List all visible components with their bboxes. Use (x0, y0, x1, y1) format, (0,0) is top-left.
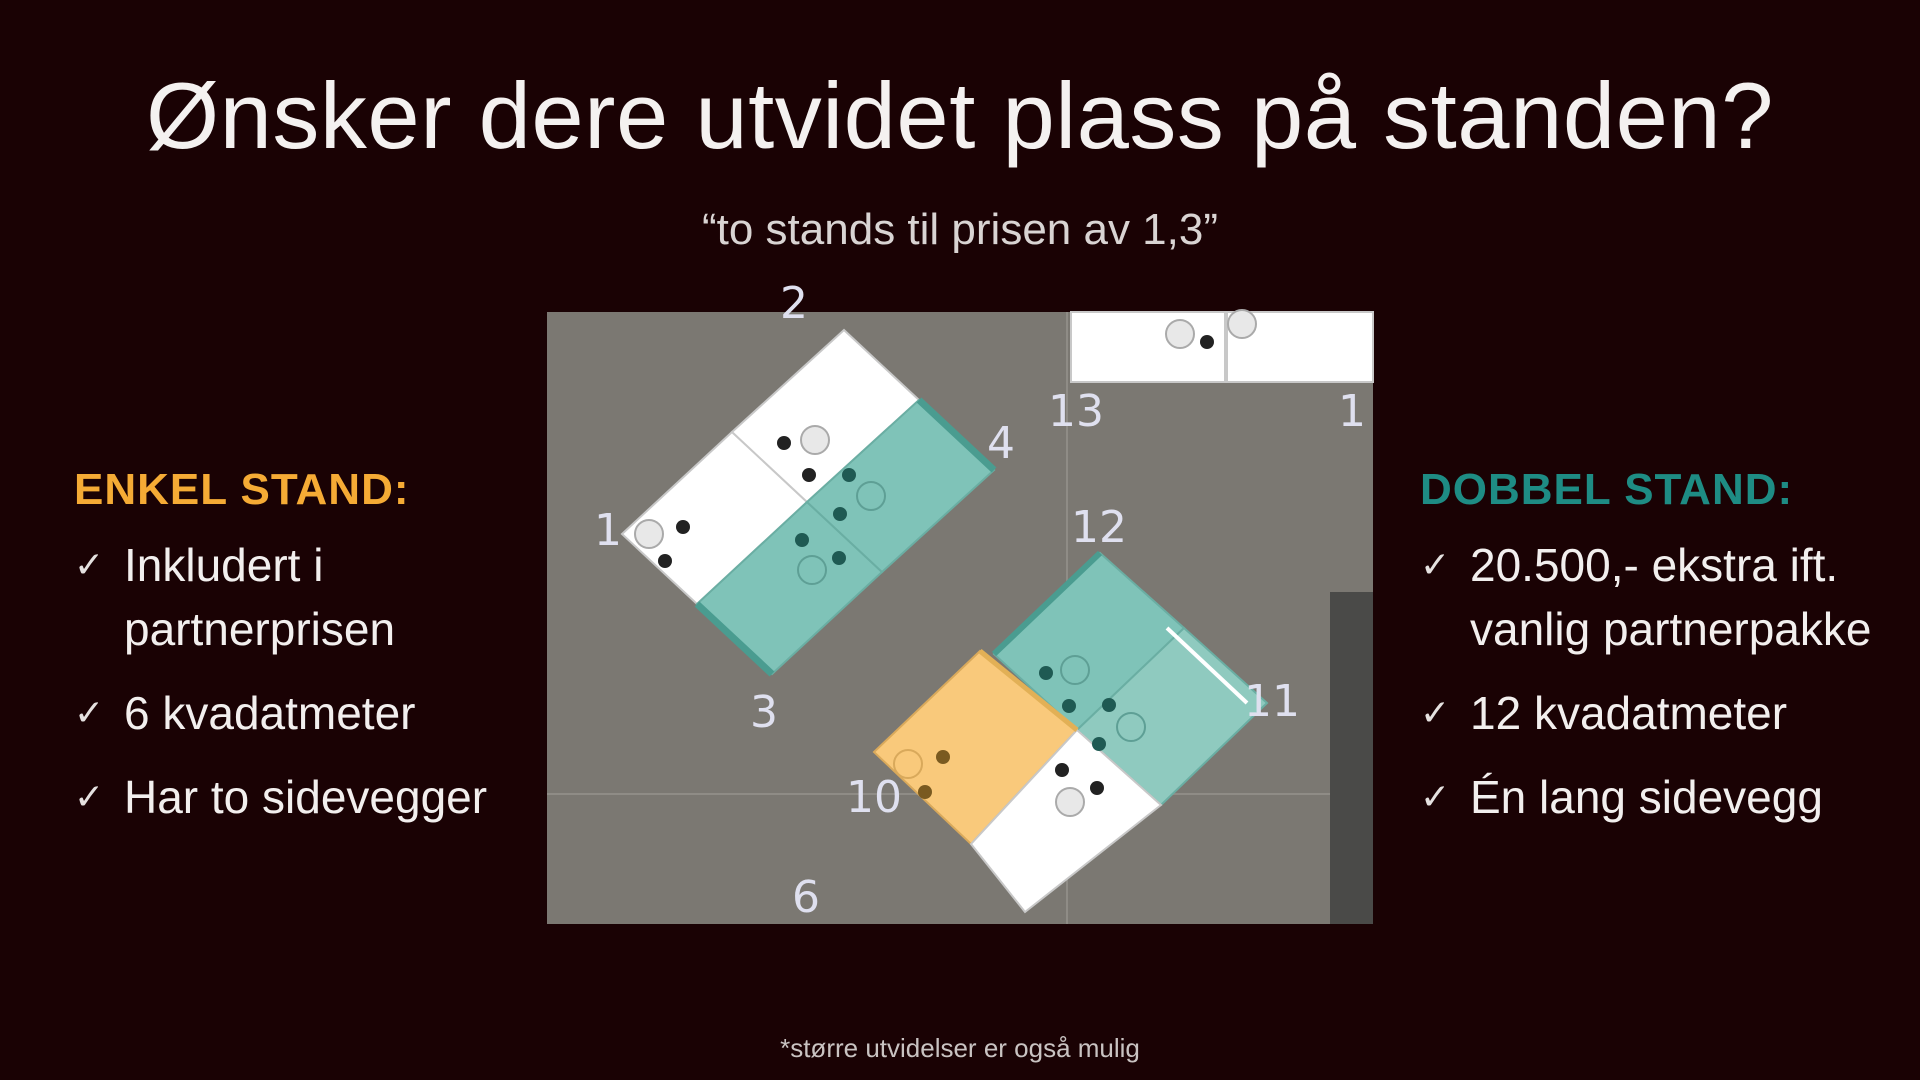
check-icon: ✓ (74, 692, 105, 733)
single-stand-panel: ENKEL STAND: ✓ Inkludert i partnerprisen… (74, 465, 514, 849)
footnote: *større utvidelser er også mulig (780, 1033, 1140, 1063)
chair-icon (1055, 787, 1085, 817)
table-dot-icon (833, 507, 847, 521)
double-stand-item: ✓ 12 kvadatmeter (1420, 681, 1900, 745)
booth-white (969, 728, 1163, 914)
single-stand-heading: ENKEL STAND: (74, 465, 410, 514)
double-stand-item: ✓ Én lang sidevegg (1420, 765, 1900, 829)
double-stand-item: ✓ 20.500,- ekstra ift. vanlig partnerpak… (1420, 533, 1900, 661)
stand-number-label: 10 (846, 772, 902, 823)
check-icon: ✓ (1420, 776, 1451, 817)
single-stand-item: ✓ Har to sidevegger (74, 765, 514, 829)
side-wall-teal (694, 601, 775, 677)
stand-number-label: 11 (1244, 676, 1300, 727)
check-icon: ✓ (1420, 692, 1451, 733)
chair-icon (1227, 309, 1257, 339)
table-dot-icon (1090, 781, 1104, 795)
table-dot-icon (1092, 737, 1106, 751)
table-dot-icon (1055, 763, 1069, 777)
chair-icon (1116, 712, 1146, 742)
stand-number-label: 1 (594, 505, 622, 556)
single-stand-item-text: Har to sidevegger (124, 771, 488, 823)
stand-number-label: 2 (780, 278, 808, 329)
chair-icon (1165, 319, 1195, 349)
double-stand-item-text: Én lang sidevegg (1470, 771, 1823, 823)
double-stand-heading: DOBBEL STAND: (1420, 465, 1794, 514)
check-icon: ✓ (1420, 544, 1451, 585)
table-dot-icon (1200, 335, 1214, 349)
table-dot-icon (802, 468, 816, 482)
table-dot-icon (1039, 666, 1053, 680)
table-dot-icon (918, 785, 932, 799)
table-dot-icon (936, 750, 950, 764)
side-wall-teal (991, 550, 1103, 657)
table-dot-icon (777, 436, 791, 450)
chair-icon (797, 555, 827, 585)
chair-icon (1060, 655, 1090, 685)
stand-number-label: 4 (987, 418, 1015, 469)
stand-number-label: 6 (792, 872, 820, 923)
side-wall-block (1330, 592, 1373, 924)
table-dot-icon (832, 551, 846, 565)
stand-number-label: 13 (1048, 386, 1104, 437)
table-dot-icon (1062, 699, 1076, 713)
double-stand-item-text: 20.500,- ekstra ift. vanlig partnerpakke (1470, 539, 1872, 655)
floor-plan-image: 2 1 4 3 13 1 12 11 10 6 (547, 278, 1374, 924)
slide-subtitle: “to stands til prisen av 1,3” (701, 205, 1218, 254)
floor-plan-svg: 2 1 4 3 13 1 12 11 10 6 (547, 278, 1374, 924)
slide-title: Ønsker dere utvidet plass på standen? (146, 63, 1774, 168)
double-stand-item-text: 12 kvadatmeter (1470, 687, 1788, 739)
side-wall-orange (978, 649, 1079, 732)
chair-icon (800, 425, 830, 455)
table-dot-icon (842, 468, 856, 482)
single-stand-item: ✓ 6 kvadatmeter (74, 681, 514, 745)
chair-icon (856, 481, 886, 511)
check-icon: ✓ (74, 544, 105, 585)
chair-icon (634, 519, 664, 549)
stand-number-label: 1 (1338, 386, 1366, 437)
side-wall-teal (916, 397, 997, 473)
stand-number-label: 12 (1071, 502, 1127, 553)
table-dot-icon (676, 520, 690, 534)
table-dot-icon (658, 554, 672, 568)
check-icon: ✓ (74, 776, 105, 817)
table-dot-icon (795, 533, 809, 547)
chair-icon (893, 749, 923, 779)
side-wall-white (1165, 626, 1249, 705)
single-stand-item-text: 6 kvadatmeter (124, 687, 416, 739)
stand-number-label: 3 (750, 687, 778, 738)
single-stand-item: ✓ Inkludert i partnerprisen (74, 533, 514, 661)
double-stand-panel: DOBBEL STAND: ✓ 20.500,- ekstra ift. van… (1420, 465, 1900, 849)
booth-white (1070, 311, 1226, 383)
single-stand-item-text: Inkludert i partnerprisen (124, 539, 396, 655)
table-dot-icon (1102, 698, 1116, 712)
